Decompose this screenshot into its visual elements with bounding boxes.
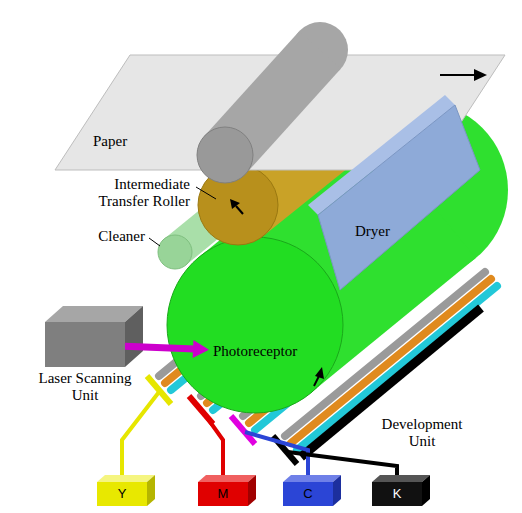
rotation-arrow: [236, 206, 243, 214]
toner-box: C: [283, 482, 333, 506]
paper-direction-arrow: [440, 74, 476, 76]
node-text: Dryer: [355, 223, 390, 240]
toner-box: K: [372, 482, 422, 506]
toner-box-top: [283, 475, 341, 482]
leader-line: [149, 238, 160, 246]
developer-bracket: [231, 416, 255, 444]
paper-direction-arrowhead: [474, 69, 487, 81]
laser-unit-side: [125, 306, 143, 367]
laser-scanning-unit: Laser Scanning Unit: [45, 322, 125, 367]
toner-box-side: [333, 475, 341, 506]
laser-beam-connector: [125, 346, 195, 349]
node-text: C: [303, 487, 312, 501]
connector-arrowhead: [193, 340, 209, 358]
pressure-roller-front: [197, 127, 253, 183]
node-text: K: [393, 487, 402, 501]
cleaner-front: [158, 235, 192, 269]
part-label: Development Unit: [372, 416, 472, 451]
part-label: Cleaner: [75, 228, 145, 245]
toner-feed-wire: [288, 452, 397, 475]
drum-front: [167, 237, 343, 413]
node-text: Paper: [93, 133, 127, 150]
toner-box-top: [198, 475, 256, 482]
leader-line: [196, 187, 216, 199]
toner-box-top: [372, 475, 430, 482]
unit-label: Laser Scanning Unit: [29, 370, 141, 405]
node-text: Photoreceptor: [213, 343, 297, 360]
dryer-box: Dryer: [351, 221, 394, 242]
toner-box-top: [97, 475, 155, 482]
rotation-arrowhead: [230, 199, 240, 209]
node-text: Y: [118, 487, 127, 501]
node-text: M: [218, 487, 229, 501]
toner-box-side: [248, 475, 256, 506]
toner-box-side: [422, 475, 430, 506]
toner-feed-wire: [122, 392, 159, 475]
rotation-arrowhead: [315, 367, 324, 379]
toner-box: Y: [97, 482, 147, 506]
toner-feed-wire: [203, 412, 223, 475]
photoreceptor-drum: Photoreceptor: [209, 341, 301, 362]
toner-box: M: [198, 482, 248, 506]
rotation-arrow: [314, 376, 319, 386]
part-label: Intermediate Transfer Roller: [72, 176, 190, 211]
paper-sheet: Paper: [89, 131, 131, 152]
toner-box-side: [147, 475, 155, 506]
dryer-face: [318, 105, 480, 290]
